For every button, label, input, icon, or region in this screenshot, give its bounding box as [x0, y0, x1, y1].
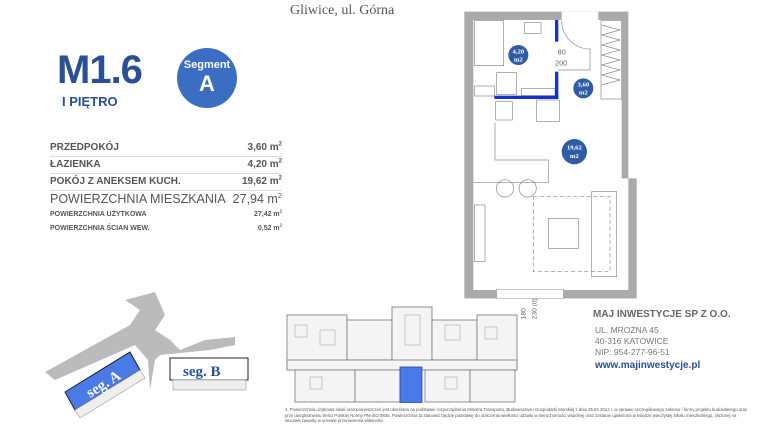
- building-overview: [286, 306, 518, 403]
- area-marker-unit: m2: [570, 153, 580, 160]
- location-title: Gliwice, ul. Górna: [290, 3, 395, 18]
- apartment-code: M1.6: [57, 48, 143, 92]
- dim-2: 230 (0): [531, 298, 538, 319]
- area-marker-value: 19,62: [567, 144, 583, 151]
- room-name: ŁAZIENKA: [50, 159, 101, 170]
- floor-label: I PIĘTRO: [62, 94, 118, 109]
- area-marker-unit: m2: [579, 90, 589, 97]
- segment-badge: Segment A: [177, 48, 237, 108]
- room-name: POKÓJ Z ANEKSEM KUCH.: [50, 176, 181, 187]
- room-area: 19,62 m2: [241, 175, 282, 187]
- segment-value: A: [199, 71, 215, 96]
- footnote: 1. Powierzchnia użytkowa lokali oraz pom…: [285, 407, 748, 424]
- area-marker-value: 3,60: [578, 82, 590, 89]
- area-marker-unit: m2: [514, 56, 524, 63]
- extra-area: 0,52 m2: [257, 222, 282, 232]
- extra-name: POWIERZCHNIA UŻYTKOWA: [50, 211, 147, 218]
- room-area: 4,20 m2: [247, 158, 282, 170]
- company-nip: NIP: 954-277-96-51: [595, 347, 670, 357]
- company-name: MAJ INWESTYCJE SP Z O.O.: [593, 309, 731, 320]
- area-marker: [573, 78, 594, 99]
- extra-area: 27,42 m2: [253, 208, 282, 218]
- total-name: POWIERZCHNIA MIESZKANIA: [50, 192, 226, 206]
- site-plan: seg. A seg. B: [45, 292, 249, 419]
- room-name: PRZEDPOKÓJ: [50, 142, 119, 153]
- floor-plan: 80 200 180 230 (0) 4,20 m2 3,60 m2 19,62…: [464, 11, 637, 319]
- room-row: POKÓJ Z ANEKSEM KUCH. 19,62 m2: [50, 174, 282, 191]
- seg-b-label: seg. B: [183, 364, 221, 380]
- extra-name: POWIERZCHNIA ŚCIAN WEW.: [50, 225, 150, 232]
- room-row: ŁAZIENKA 4,20 m2: [50, 157, 282, 174]
- apartment-highlight: [399, 366, 423, 403]
- door-dim-bottom: 200: [555, 58, 567, 67]
- room-area: 3,60 m2: [247, 141, 282, 153]
- area-table: PRZEDPOKÓJ 3,60 m2 ŁAZIENKA 4,20 m2 POKÓJ …: [50, 140, 282, 236]
- total-area: 27,94 m2: [232, 190, 282, 206]
- extra-row: POWIERZCHNIA UŻYTKOWA 27,42 m2: [50, 208, 282, 222]
- company-street: UL. MROŻNA 45: [595, 325, 659, 335]
- dim-1: 180: [521, 308, 528, 319]
- company-website-link[interactable]: www.majinwestycje.pl: [595, 360, 701, 371]
- company-city: 40-316 KATOWICE: [595, 336, 669, 346]
- segment-label: Segment: [183, 59, 231, 71]
- area-marker: [561, 139, 587, 165]
- room-row: PRZEDPOKÓJ 3,60 m2: [50, 140, 282, 157]
- total-row: POWIERZCHNIA MIESZKANIA 27,94 m2: [50, 191, 282, 208]
- area-marker-value: 4,20: [513, 48, 525, 55]
- door-dim-top: 80: [558, 47, 566, 56]
- area-marker: [508, 45, 529, 65]
- extra-row: POWIERZCHNIA ŚCIAN WEW. 0,52 m2: [50, 222, 282, 236]
